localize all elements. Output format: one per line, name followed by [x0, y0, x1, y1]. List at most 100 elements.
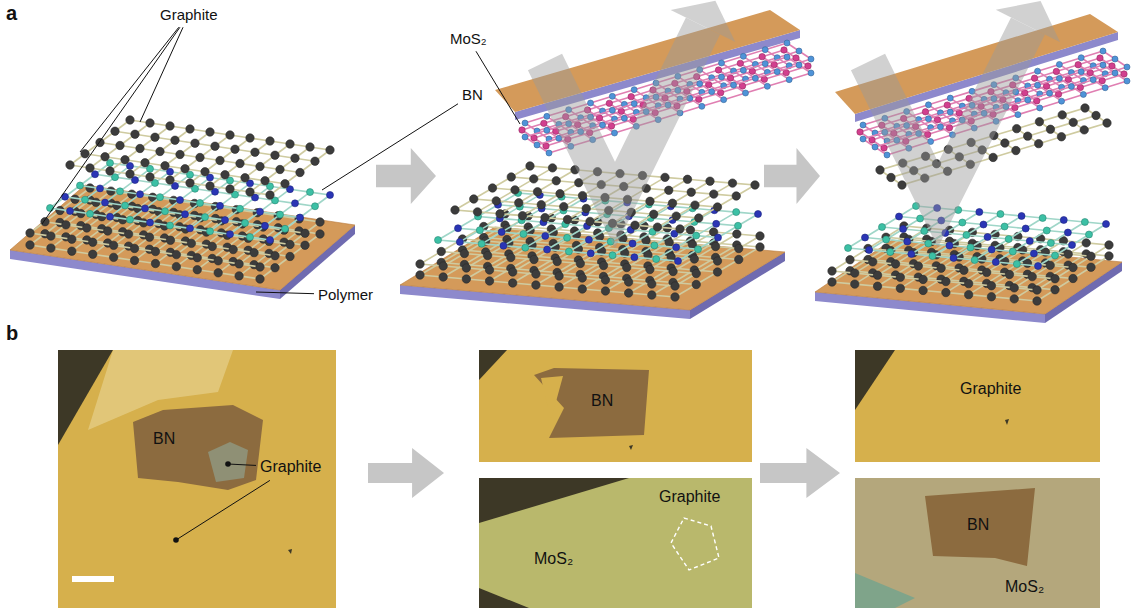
- atomic-bond: [537, 138, 559, 145]
- atom: [166, 176, 174, 184]
- atom: [1064, 250, 1072, 258]
- motion-arrow-body: [545, 26, 703, 205]
- atom: [914, 262, 922, 270]
- atom: [631, 87, 637, 93]
- atom: [1028, 272, 1036, 280]
- atom: [416, 271, 424, 279]
- atom: [896, 273, 904, 281]
- atom: [226, 185, 234, 193]
- atom: [206, 182, 214, 190]
- atom: [226, 131, 234, 139]
- atom: [522, 134, 528, 140]
- atom: [122, 202, 129, 209]
- atom: [671, 282, 679, 290]
- atom: [921, 228, 928, 235]
- atom: [1069, 242, 1076, 249]
- atom: [896, 284, 904, 292]
- atom: [1005, 270, 1013, 278]
- atom: [534, 142, 540, 148]
- atom: [706, 177, 714, 185]
- stage-three: [815, 1, 1130, 323]
- atom: [963, 232, 970, 239]
- atom: [896, 213, 903, 220]
- atom: [599, 261, 607, 269]
- atom: [216, 156, 224, 164]
- atom: [282, 225, 289, 232]
- atom: [439, 262, 447, 270]
- atom: [221, 171, 229, 179]
- atom: [687, 188, 695, 196]
- atom: [161, 162, 169, 170]
- atom: [552, 177, 560, 185]
- atom: [1064, 229, 1071, 236]
- atom: [1087, 263, 1095, 271]
- atom: [1010, 284, 1018, 292]
- atom: [416, 260, 424, 268]
- atom: [764, 83, 770, 89]
- atom: [731, 82, 737, 88]
- atom: [774, 69, 780, 75]
- atomic-bond: [525, 130, 547, 137]
- atom: [262, 222, 269, 229]
- atom: [987, 293, 995, 301]
- atom: [256, 263, 264, 271]
- atom: [47, 244, 55, 252]
- atom: [211, 142, 219, 150]
- atom: [82, 196, 89, 203]
- atom: [661, 173, 669, 181]
- atomic-bond: [743, 64, 765, 71]
- atom: [1051, 275, 1059, 283]
- atom: [485, 277, 493, 285]
- atom: [629, 240, 636, 247]
- atom: [1060, 217, 1067, 224]
- atom: [530, 255, 538, 263]
- atom: [266, 191, 274, 199]
- atom: [476, 227, 483, 234]
- atom: [439, 273, 447, 281]
- atom: [564, 234, 571, 241]
- atom: [307, 189, 314, 196]
- atom: [295, 215, 303, 223]
- atomic-bond: [724, 93, 746, 100]
- graphite-layer: [828, 222, 1113, 294]
- atom: [624, 289, 632, 297]
- atom: [565, 248, 572, 255]
- atom: [612, 130, 618, 136]
- graphite-layer: [416, 210, 764, 290]
- atom: [651, 242, 658, 249]
- atom: [759, 53, 765, 59]
- atom: [151, 259, 159, 267]
- atom: [873, 282, 881, 290]
- atom: [126, 116, 134, 124]
- atom: [683, 175, 691, 183]
- atomic-bond: [702, 100, 724, 107]
- atom: [522, 120, 528, 126]
- atom: [997, 211, 1004, 218]
- atom: [117, 188, 124, 195]
- atom: [286, 240, 294, 248]
- atom: [1051, 286, 1059, 294]
- atom: [256, 275, 264, 283]
- atom: [193, 266, 201, 274]
- atom: [257, 208, 264, 215]
- atom: [187, 225, 194, 232]
- graphite-layer: [26, 196, 324, 283]
- atom: [851, 269, 859, 277]
- atom: [237, 205, 244, 212]
- atom: [1082, 239, 1090, 247]
- atom: [671, 293, 679, 301]
- atom: [231, 145, 239, 153]
- atom: [715, 234, 722, 241]
- atom: [883, 236, 890, 243]
- atom: [227, 231, 234, 238]
- atom: [156, 147, 164, 155]
- atom: [172, 262, 180, 270]
- atom: [713, 220, 720, 227]
- atom: [959, 219, 966, 226]
- atom: [631, 101, 637, 107]
- atom: [919, 286, 927, 294]
- atom: [755, 211, 762, 218]
- atom: [130, 256, 138, 264]
- polymer-sheet: [10, 185, 355, 290]
- atom: [601, 276, 609, 284]
